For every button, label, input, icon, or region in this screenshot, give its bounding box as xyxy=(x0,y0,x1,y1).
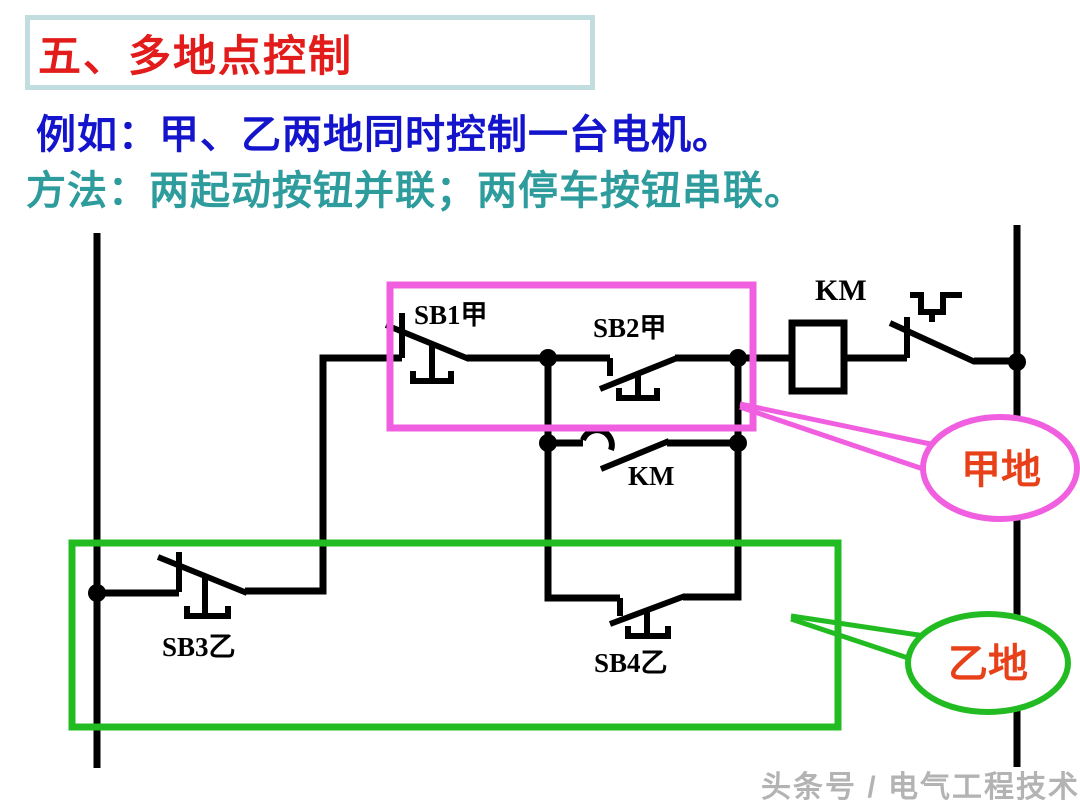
sb1-label: SB1甲 xyxy=(414,300,488,330)
overload-relay-contact xyxy=(888,292,977,365)
sb2-start-button xyxy=(598,355,679,401)
km-coil-box xyxy=(788,319,848,395)
location-a-label: 甲地 xyxy=(961,447,1041,492)
location-b-bubble xyxy=(905,611,1071,715)
sb3-plunger-cap xyxy=(184,606,231,619)
junction-dot xyxy=(539,349,557,367)
junction-dot xyxy=(729,434,747,452)
junction-dot xyxy=(1008,353,1026,371)
sb3-label: SB3乙 xyxy=(162,632,236,662)
method-line: 方法：两起动按钮并联；两停车按钮串联。 xyxy=(26,169,805,213)
sb1-plunger-cap xyxy=(410,371,454,384)
sb2-label: SB2甲 xyxy=(593,313,667,343)
sb1-contact-bar xyxy=(384,322,471,362)
location-b-callout-tail xyxy=(790,613,933,640)
sb1-stop-button xyxy=(384,313,471,384)
km-contact-label: KM xyxy=(628,461,675,491)
km-coil xyxy=(788,319,848,395)
location-a-callout-tail xyxy=(739,401,941,449)
overload-contact-bar xyxy=(888,320,977,365)
km-contact-hook xyxy=(580,427,615,452)
location-b-callout: 乙地 xyxy=(790,611,1071,715)
location-a-callout: 甲地 xyxy=(739,401,1080,522)
sb4-label: SB4乙 xyxy=(594,648,668,678)
junction-dot xyxy=(729,349,747,367)
nodeA-vertical-wire xyxy=(544,358,620,602)
sb2-plunger-cap xyxy=(616,388,660,401)
junction-dot xyxy=(539,434,557,452)
km-contact-bar xyxy=(599,438,671,472)
sb3-stop-button xyxy=(156,552,249,619)
sb4-plunger-cap xyxy=(625,626,671,639)
sb3-contact-bar xyxy=(156,554,249,596)
sb3-to-sb1-wire xyxy=(245,354,402,595)
overload-actuator xyxy=(910,292,962,315)
nodeB-vertical-wire xyxy=(683,358,742,601)
power-rails xyxy=(93,225,1021,768)
component-labels: SB1甲 SB2甲 SB3乙 SB4乙 KM KM xyxy=(162,274,867,678)
watermark: 头条号 / 电气工程技术 xyxy=(760,771,1080,804)
location-a-bubble xyxy=(920,414,1080,522)
location-b-callout-tail xyxy=(790,616,915,663)
title-box: 五、多地点控制 xyxy=(25,15,595,90)
junction-dots xyxy=(88,349,1026,602)
km-coil-label: KM xyxy=(815,274,867,307)
location-b-label: 乙地 xyxy=(948,641,1028,686)
location-a-frame xyxy=(386,281,757,432)
slide-title: 五、多地点控制 xyxy=(38,32,353,81)
series-wiring xyxy=(97,354,1017,597)
location-a-callout-tail xyxy=(739,404,933,475)
sb4-start-button xyxy=(608,593,687,639)
junction-dot xyxy=(88,584,106,602)
sb2-contact-bar xyxy=(598,355,679,392)
example-line: 例如：甲、乙两地同时控制一台电机。 xyxy=(36,113,733,157)
